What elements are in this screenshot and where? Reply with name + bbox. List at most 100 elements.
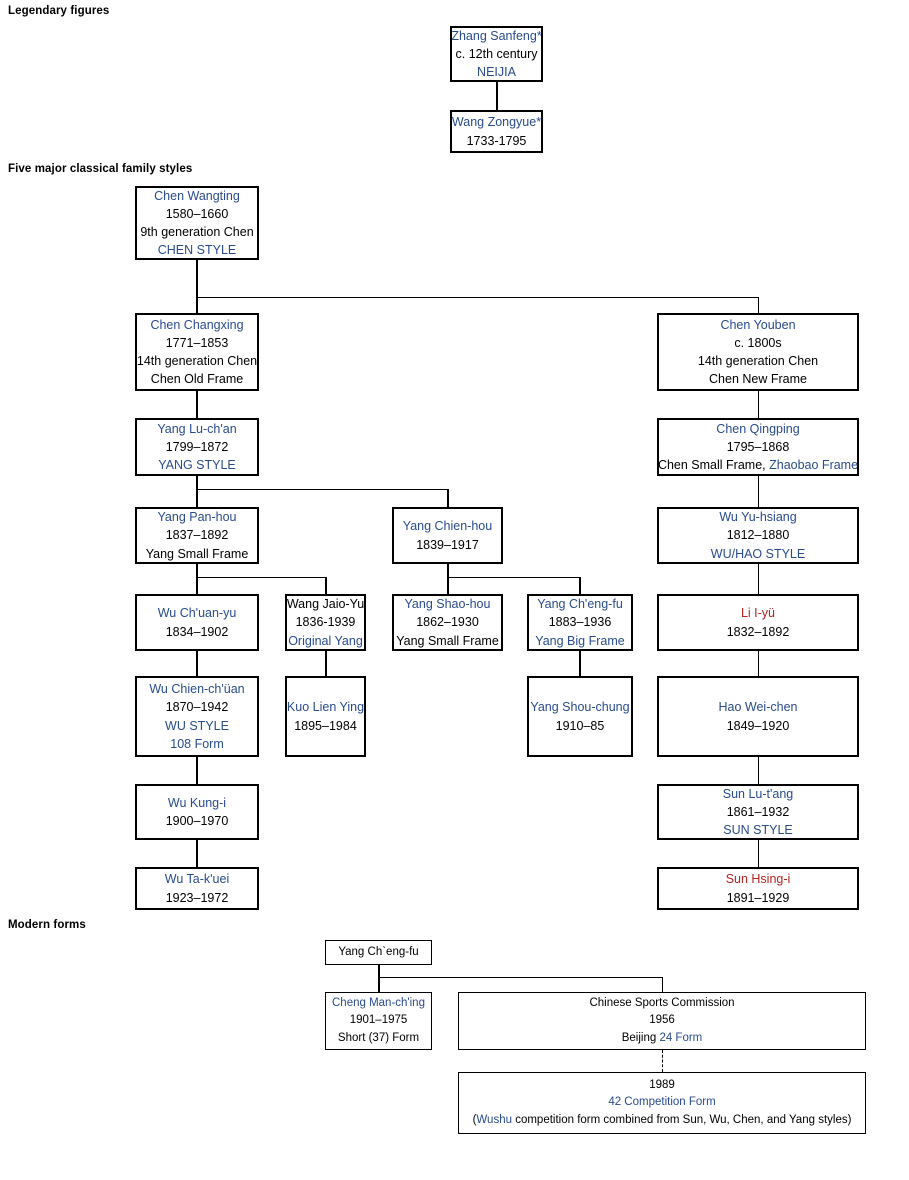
yang-shaohou-dates: 1862–1930: [416, 615, 479, 630]
wang-jaioyu-name: Wang Jaio-Yu: [286, 597, 365, 612]
sun-lutang-name: Sun Lu-t'ang: [722, 786, 794, 801]
node-yang-chengfu-modern[interactable]: Yang Ch`eng-fu: [325, 940, 432, 965]
sun-hsingi-name: Sun Hsing-i: [725, 872, 791, 887]
yang-luchan-dates: 1799–1872: [165, 439, 229, 454]
wu-kungi-name: Wu Kung-i: [167, 795, 227, 810]
node-yang-shaohou[interactable]: Yang Shao-hou 1862–1930 Yang Small Frame: [392, 594, 503, 651]
chen-changxing-name: Chen Changxing: [150, 317, 244, 332]
zhang-sanfeng-name: Zhang Sanfeng*: [451, 28, 542, 43]
node-wu-yuhsiang[interactable]: Wu Yu-hsiang 1812–1880 WU/HAO STYLE: [657, 507, 859, 564]
yang-chienhou-dates: 1839–1917: [416, 537, 479, 552]
edge-yang-chienhou-split: [447, 577, 581, 579]
wu-kungi-dates: 1900–1970: [165, 814, 229, 828]
wu-chuanyu-name: Wu Ch'uan-yu: [157, 606, 237, 621]
yang-chengfu-name: Yang Ch'eng-fu: [537, 597, 623, 612]
node-zhang-sanfeng[interactable]: Zhang Sanfeng* c. 12th century NEIJIA: [450, 26, 543, 82]
chen-wangting-name: Chen Wangting: [154, 188, 240, 203]
chen-qingping-name: Chen Qingping: [716, 421, 800, 436]
competition-form-42-wushu-link[interactable]: Wushu: [476, 1113, 512, 1126]
li-iyu-dates: 1832–1892: [726, 624, 790, 639]
edge-to-chen-youben: [757, 297, 760, 313]
edge-to-chinese-sports-commission: [661, 977, 664, 992]
node-kuo-lien-ying[interactable]: Kuo Lien Ying 1895–1984: [285, 676, 366, 757]
edge-to-wang-jaioyu: [325, 577, 327, 594]
node-chen-wangting[interactable]: Chen Wangting 1580–1660 9th generation C…: [135, 186, 259, 260]
yang-chengfu-modern-name: Yang Ch`eng-fu: [338, 945, 419, 958]
node-chinese-sports-commission[interactable]: Chinese Sports Commission 1956 Beijing 2…: [458, 992, 866, 1050]
cheng-manching-name: Cheng Man-ch'ing: [332, 997, 425, 1010]
edge-yang-luchan-split: [196, 489, 449, 491]
edge-zhang-to-wang: [496, 82, 498, 110]
yang-shouchung-dates: 1910–85: [555, 718, 605, 733]
yang-shaohou-frame: Yang Small Frame: [396, 633, 499, 648]
li-iyu-name: Li I-yü: [740, 606, 776, 621]
sun-hsingi-dates: 1891–1929: [726, 890, 790, 905]
wang-jaioyu-style: Original Yang: [288, 633, 363, 648]
node-chen-changxing[interactable]: Chen Changxing 1771–1853 14th generation…: [135, 313, 259, 391]
section-title-legendary-figures: Legendary figures: [8, 5, 110, 17]
chen-wangting-dates: 1580–1660: [165, 206, 229, 221]
kuo-lien-ying-name: Kuo Lien Ying: [286, 700, 365, 715]
wang-jaioyu-dates: 1836-1939: [295, 615, 356, 630]
hao-weichen-name: Hao Wei-chen: [718, 700, 798, 715]
yang-shouchung-name: Yang Shou-chung: [530, 700, 630, 715]
edge-wang-jaioyu-to-kuo-lien-ying: [325, 651, 327, 676]
yang-chengfu-frame: Yang Big Frame: [535, 633, 625, 648]
node-li-iyu[interactable]: Li I-yü 1832–1892: [657, 594, 859, 651]
edge-to-cheng-manching: [378, 977, 380, 992]
wu-chienchuan-style: WU STYLE: [165, 718, 229, 733]
chen-qingping-frame-small: Chen Small Frame,: [657, 458, 770, 473]
node-sun-hsingi[interactable]: Sun Hsing-i 1891–1929: [657, 867, 859, 910]
chen-youben-dates: c. 1800s: [734, 335, 782, 350]
zhang-sanfeng-dates: c. 12th century: [455, 46, 538, 61]
hao-weichen-dates: 1849–1920: [726, 718, 790, 733]
edge-wu-kungi-to-wu-takuei: [196, 840, 198, 867]
wu-takuei-dates: 1923–1972: [165, 890, 229, 905]
edge-yang-luchan-down: [196, 476, 198, 490]
section-title-five-major-classical-family-styles: Five major classical family styles: [8, 163, 193, 175]
wu-chienchuan-name: Wu Chien-ch'üan: [149, 682, 245, 697]
node-yang-chengfu[interactable]: Yang Ch'eng-fu 1883–1936 Yang Big Frame: [527, 594, 633, 651]
node-wang-jaioyu[interactable]: Wang Jaio-Yu 1836-1939 Original Yang: [285, 594, 366, 651]
chen-qingping-frame-zhaobao[interactable]: Zhaobao Frame: [769, 458, 859, 473]
node-wu-takuei[interactable]: Wu Ta-k'uei 1923–1972: [135, 867, 259, 910]
node-chen-youben[interactable]: Chen Youben c. 1800s 14th generation Che…: [657, 313, 859, 391]
wu-chuanyu-dates: 1834–1902: [165, 624, 229, 639]
edge-yang-chengfu-to-yang-shouchung: [579, 651, 581, 676]
edge-qingping-to-wu-yuhsiang: [757, 476, 760, 507]
chen-qingping-dates: 1795–1868: [726, 439, 790, 454]
wang-zongyue-name: Wang Zongyue*: [451, 115, 542, 130]
chen-wangting-style: CHEN STYLE: [157, 243, 237, 258]
edge-yang-panhou-split: [196, 577, 327, 579]
yang-panhou-dates: 1837–1892: [165, 528, 229, 543]
competition-form-42-paren-open: (: [472, 1113, 477, 1126]
edge-yang-chengfu-modern-split: [378, 977, 664, 979]
node-yang-shouchung[interactable]: Yang Shou-chung 1910–85: [527, 676, 633, 757]
competition-form-42-description: competition form combined from Sun, Wu, …: [512, 1113, 852, 1126]
node-42-competition-form[interactable]: 1989 42 Competition Form (Wushu competit…: [458, 1072, 866, 1134]
edge-li-iyu-to-hao-weichen: [757, 651, 760, 676]
yang-panhou-frame: Yang Small Frame: [145, 546, 249, 561]
chinese-sports-commission-city: Beijing: [621, 1031, 660, 1044]
node-cheng-manching[interactable]: Cheng Man-ch'ing 1901–1975 Short (37) Fo…: [325, 992, 432, 1050]
node-yang-panhou[interactable]: Yang Pan-hou 1837–1892 Yang Small Frame: [135, 507, 259, 564]
node-wu-kungi[interactable]: Wu Kung-i 1900–1970: [135, 784, 259, 840]
edge-hao-weichen-to-sun-lutang: [757, 757, 760, 784]
node-yang-luchan[interactable]: Yang Lu-ch'an 1799–1872 YANG STYLE: [135, 418, 259, 476]
edge-yang-chengfu-modern-down: [378, 965, 380, 978]
node-wu-chuanyu[interactable]: Wu Ch'uan-yu 1834–1902: [135, 594, 259, 651]
chinese-sports-commission-form-link[interactable]: 24 Form: [659, 1031, 703, 1044]
node-hao-weichen[interactable]: Hao Wei-chen 1849–1920: [657, 676, 859, 757]
cheng-manching-form: Short (37) Form: [337, 1031, 420, 1044]
node-chen-qingping[interactable]: Chen Qingping 1795–1868 Chen Small Frame…: [657, 418, 859, 476]
chen-changxing-frame: Chen Old Frame: [150, 372, 244, 387]
yang-luchan-style: YANG STYLE: [158, 458, 236, 473]
node-sun-lutang[interactable]: Sun Lu-t'ang 1861–1932 SUN STYLE: [657, 784, 859, 840]
chen-youben-frame: Chen New Frame: [709, 372, 807, 387]
edge-wu-chienchuan-to-wu-kungi: [196, 757, 198, 784]
node-wu-chienchuan[interactable]: Wu Chien-ch'üan 1870–1942 WU STYLE 108 F…: [135, 676, 259, 757]
sun-lutang-dates: 1861–1932: [726, 804, 790, 819]
node-wang-zongyue[interactable]: Wang Zongyue* 1733-1795: [450, 110, 543, 153]
yang-shaohou-name: Yang Shao-hou: [404, 597, 491, 612]
node-yang-chienhou[interactable]: Yang Chien-hou 1839–1917: [392, 507, 503, 564]
